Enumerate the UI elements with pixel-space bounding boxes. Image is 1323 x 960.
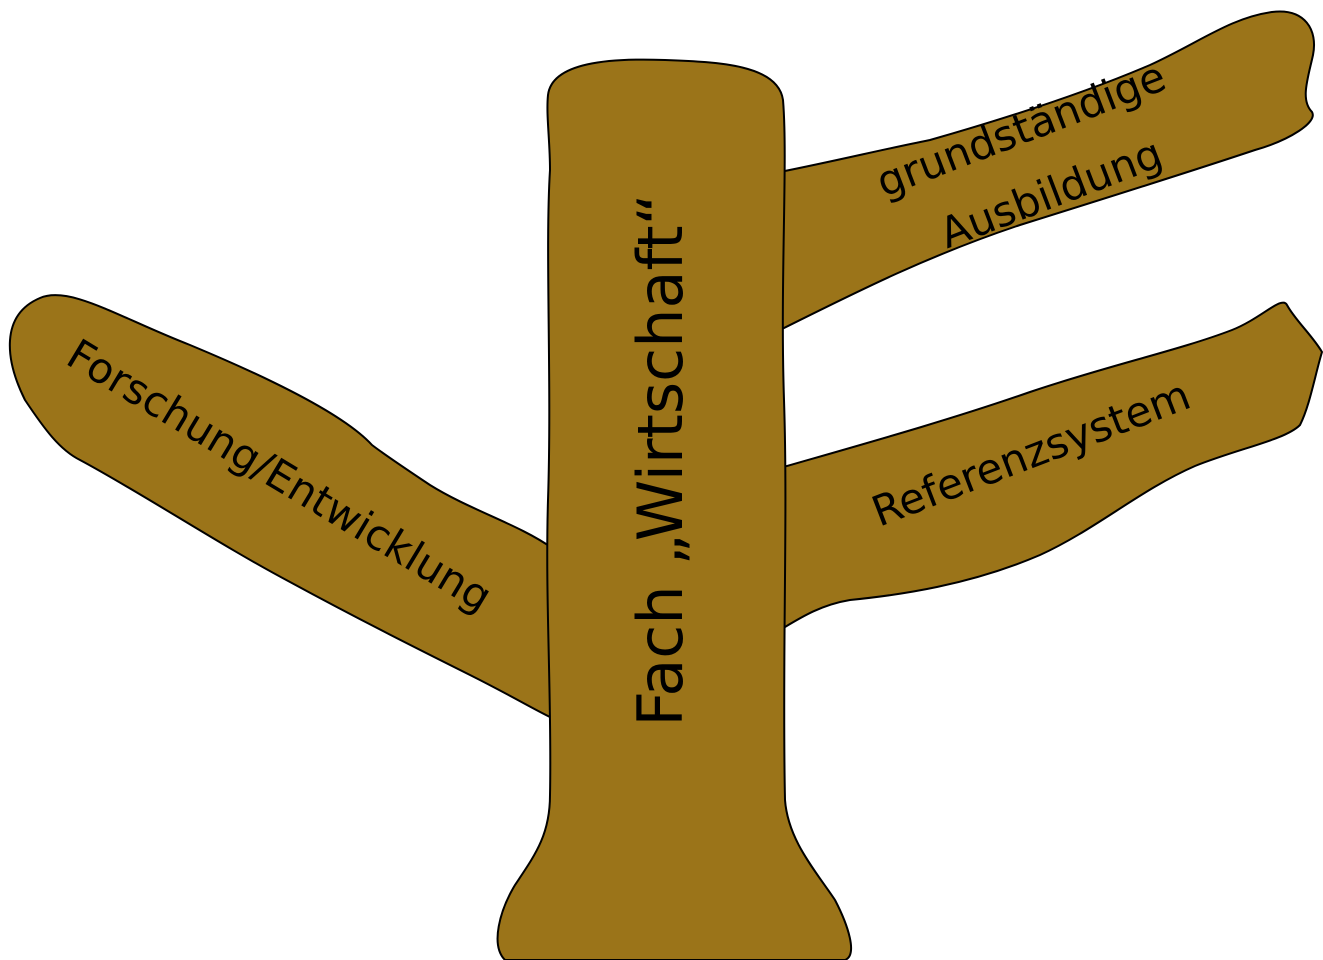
trunk-label: Fach „Wirtschaft“: [624, 193, 697, 726]
